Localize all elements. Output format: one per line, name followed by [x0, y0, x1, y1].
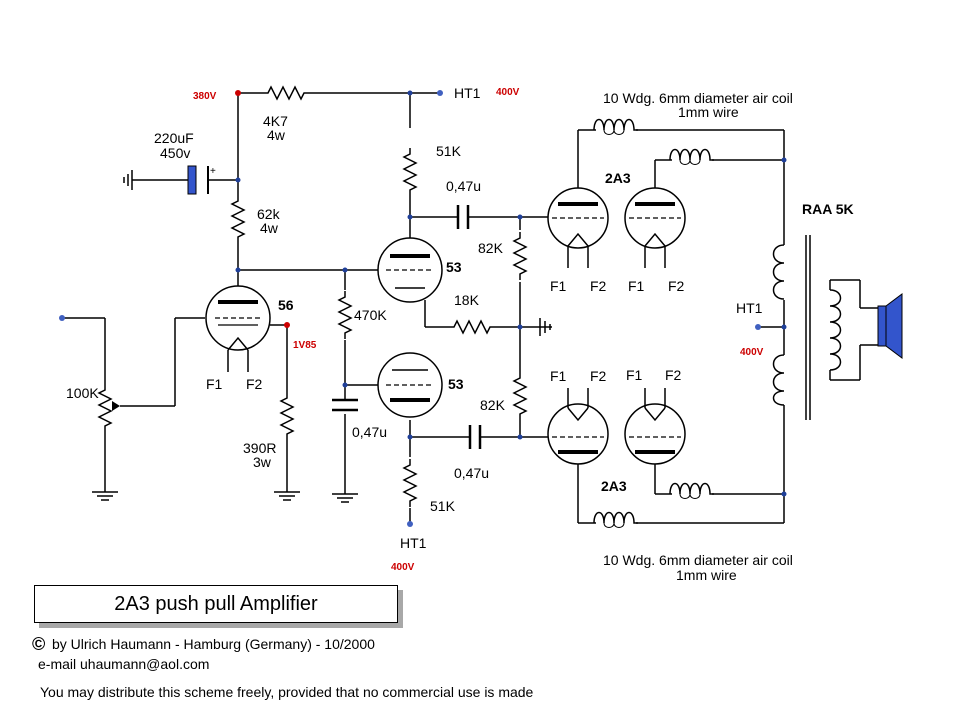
- label-047-top: 0,47u: [446, 178, 481, 194]
- label-56-f1: F1: [206, 376, 223, 392]
- label-tube-53-top: 53: [446, 259, 462, 275]
- label-18k: 18K: [454, 292, 480, 308]
- label-82k-top: 82K: [478, 240, 504, 256]
- label-400v-bottom: 400V: [391, 562, 415, 573]
- diagram-title: 2A3 push pull Amplifier: [34, 585, 398, 623]
- resistor-470k: [338, 290, 352, 340]
- label-tube-53-bottom: 53: [448, 376, 464, 392]
- label-2a3-br-f2: F2: [665, 367, 682, 383]
- capacitor-220uf: [187, 165, 218, 195]
- resistor-82k-bottom: [513, 371, 527, 421]
- label-62k: 62k: [257, 206, 281, 222]
- capacitor-047-middle: [332, 398, 358, 412]
- tube-53-bottom: [377, 352, 443, 418]
- label-coil-top-line1: 10 Wdg. 6mm diameter air coil: [603, 90, 793, 106]
- capacitor-047-top: [450, 205, 478, 229]
- resistor-62k: [231, 194, 245, 244]
- ground-pot: [91, 485, 119, 501]
- distribution-notice: You may distribute this scheme freely, p…: [40, 684, 534, 700]
- label-62k-watt: 4w: [260, 220, 279, 236]
- copyright-icon: ©: [32, 634, 46, 654]
- label-380v: 380V: [193, 91, 217, 102]
- label-1v85: 1V85: [293, 340, 317, 351]
- label-2a3-tl-f2: F2: [590, 278, 607, 294]
- label-220uf: 220uF: [154, 130, 194, 146]
- label-51k-bottom: 51K: [430, 498, 456, 514]
- tube-2a3-top-right: [624, 187, 686, 268]
- potentiometer-100k: [98, 383, 120, 433]
- ground-18k: [539, 318, 551, 336]
- label-2a3-br-f1: F1: [626, 367, 643, 383]
- resistor-18k: [447, 320, 497, 334]
- label-100k: 100K: [66, 385, 99, 401]
- label-2a3-tr-f2: F2: [668, 278, 685, 294]
- resistor-4k7: [261, 86, 311, 100]
- ground-cap-mid: [331, 487, 359, 503]
- label-400v-mid: 400V: [740, 347, 764, 358]
- label-4k7-watt: 4w: [267, 127, 286, 143]
- resistor-51k-top: [403, 147, 417, 197]
- label-51k-top: 51K: [436, 143, 462, 159]
- label-cap-plus: +: [210, 166, 216, 177]
- label-ht1-bottom: HT1: [400, 535, 427, 551]
- speaker-icon: [877, 293, 903, 359]
- capacitor-047-bottom: [462, 425, 490, 449]
- label-coil-top-line2: 1mm wire: [678, 104, 739, 120]
- label-470k: 470K: [354, 307, 387, 323]
- label-tube-2a3-bottom: 2A3: [601, 478, 627, 494]
- terminals: [59, 90, 761, 527]
- label-tube-2a3-top: 2A3: [605, 170, 631, 186]
- tube-2a3-bottom-right: [624, 388, 686, 465]
- label-400v-top: 400V: [496, 87, 520, 98]
- air-coil-top-1: [593, 118, 639, 136]
- ground-cap-220: [123, 170, 133, 190]
- label-ht1-top: HT1: [454, 85, 481, 101]
- junctions: [235, 90, 787, 497]
- label-2a3-tl-f1: F1: [550, 278, 567, 294]
- label-56-f2: F2: [246, 376, 263, 392]
- label-4k7: 4K7: [263, 113, 288, 129]
- label-ht1-mid: HT1: [736, 300, 763, 316]
- label-450v: 450v: [160, 145, 190, 161]
- label-2a3-bl-f2: F2: [590, 368, 607, 384]
- label-390r-watt: 3w: [253, 454, 272, 470]
- label-82k-bottom: 82K: [480, 397, 506, 413]
- tube-56: [205, 285, 271, 372]
- label-047-middle: 0,47u: [352, 424, 387, 440]
- label-raa-5k: RAA 5K: [802, 201, 854, 217]
- tube-2a3-top-left: [547, 187, 609, 268]
- resistor-51k-bottom: [403, 458, 417, 508]
- label-coil-bottom-line1: 10 Wdg. 6mm diameter air coil: [603, 552, 793, 568]
- label-390r: 390R: [243, 440, 276, 456]
- label-coil-bottom-line2: 1mm wire: [676, 567, 737, 583]
- label-2a3-tr-f1: F1: [628, 278, 645, 294]
- air-coil-top-2: [669, 148, 715, 166]
- resistor-390r: [280, 391, 294, 441]
- label-tube-56: 56: [278, 297, 294, 313]
- output-transformer: [772, 235, 842, 420]
- author-email: e-mail uhaumann@aol.com: [38, 656, 210, 672]
- air-coil-bottom-1: [669, 482, 715, 500]
- label-2a3-bl-f1: F1: [550, 368, 567, 384]
- tube-2a3-bottom-left: [547, 388, 609, 465]
- label-047-bottom: 0,47u: [454, 465, 489, 481]
- ground-390r: [273, 485, 301, 501]
- author-byline: by Ulrich Haumann - Hamburg (Germany) - …: [52, 636, 375, 652]
- tube-53-top: [377, 237, 443, 303]
- resistor-82k-top: [513, 231, 527, 281]
- air-coil-bottom-2: [593, 511, 639, 529]
